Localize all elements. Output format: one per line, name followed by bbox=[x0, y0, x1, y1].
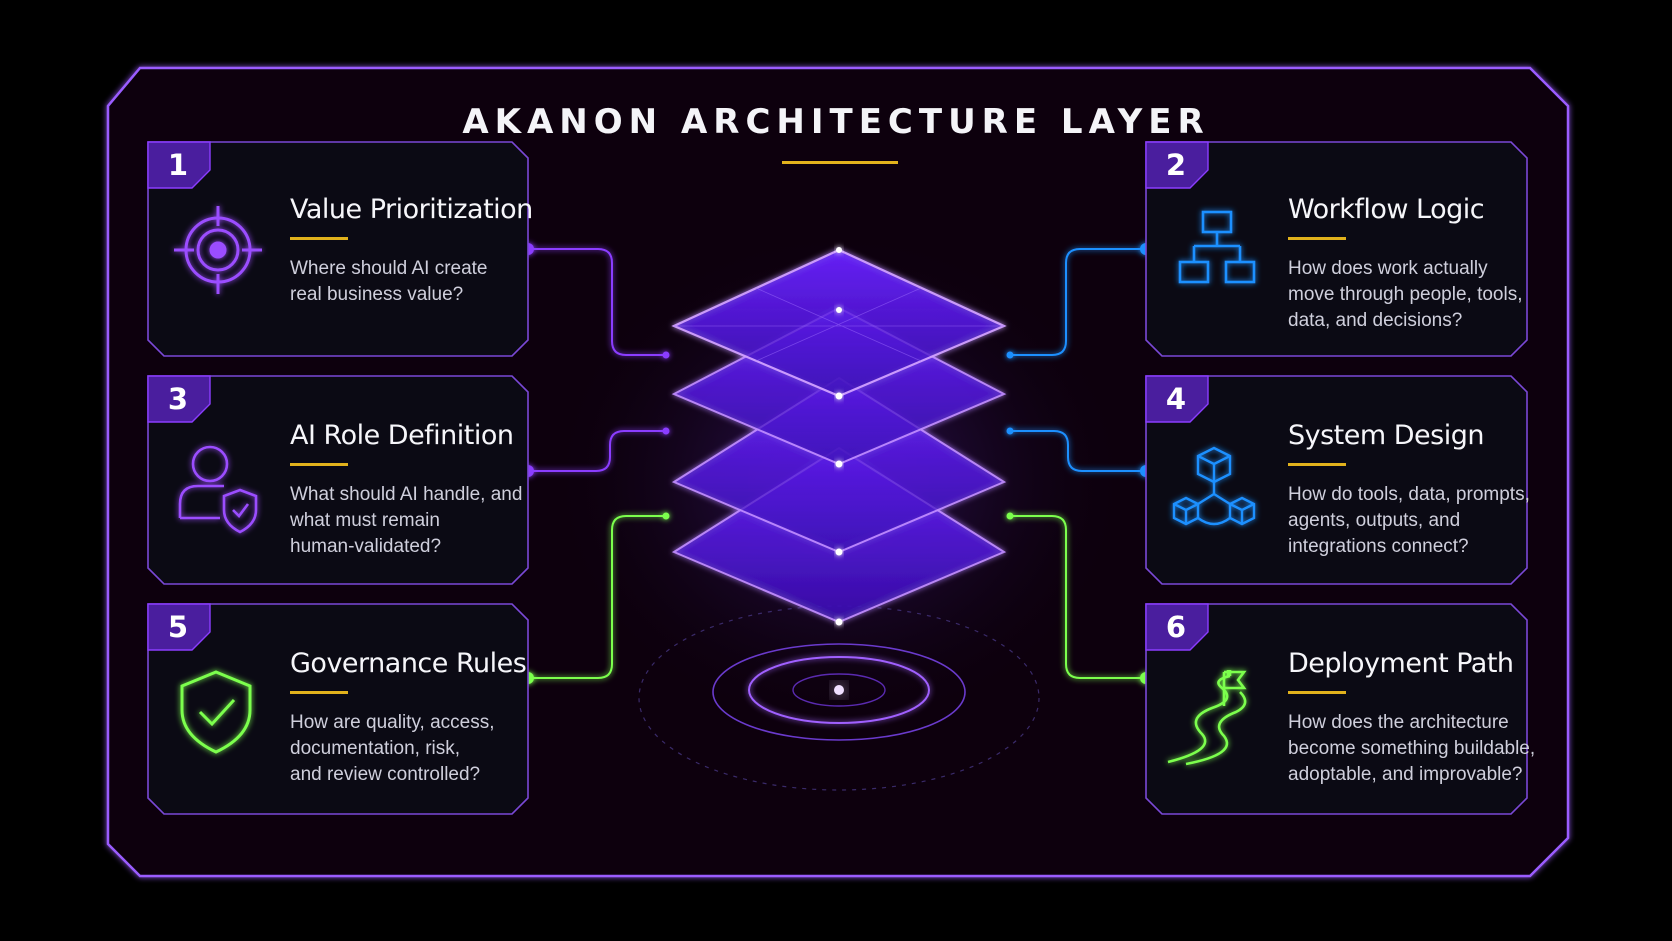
card-title: System Design bbox=[1288, 420, 1484, 451]
card-value-prioritization: Value Prioritization Where should AI cre… bbox=[290, 194, 533, 308]
user-shield-icon bbox=[178, 445, 258, 534]
card-number: 6 bbox=[1165, 610, 1187, 644]
path-flag-icon bbox=[1167, 670, 1247, 766]
card-title: AI Role Definition bbox=[290, 420, 514, 451]
card-description: What should AI handle, and what must rem… bbox=[290, 484, 523, 557]
card-underline bbox=[290, 463, 348, 466]
card-title: Deployment Path bbox=[1288, 648, 1514, 679]
card-underline bbox=[1288, 463, 1346, 466]
connectors bbox=[528, 248, 1146, 679]
card-system-design: System Design How do tools, data, prompt… bbox=[1288, 420, 1530, 560]
card-title: Workflow Logic bbox=[1288, 194, 1485, 225]
card-underline bbox=[290, 237, 348, 240]
card-underline bbox=[1288, 237, 1346, 240]
diagram-title: AKANON ARCHITECTURE LAYER bbox=[462, 102, 1210, 142]
card-frame-3 bbox=[147, 375, 529, 585]
card-description: How do tools, data, prompts, agents, out… bbox=[1288, 484, 1530, 557]
card-deployment-path: Deployment Path How does the architectur… bbox=[1288, 648, 1535, 788]
card-frame-4 bbox=[1145, 375, 1528, 585]
card-frame-2 bbox=[1145, 141, 1528, 357]
target-icon bbox=[174, 206, 262, 294]
card-number: 5 bbox=[167, 610, 189, 644]
card-governance-rules: Governance Rules How are quality, access… bbox=[290, 648, 527, 788]
card-number: 2 bbox=[1165, 148, 1187, 182]
card-number: 3 bbox=[167, 382, 189, 416]
card-frame-1 bbox=[147, 141, 529, 357]
card-frame-6 bbox=[1145, 603, 1528, 815]
card-description: Where should AI create real business val… bbox=[290, 258, 488, 305]
card-ai-role-definition: AI Role Definition What should AI handle… bbox=[290, 420, 522, 560]
card-description: How does work actually move through peop… bbox=[1288, 258, 1523, 331]
card-frames bbox=[147, 141, 1528, 815]
workflow-tree-icon bbox=[1178, 210, 1256, 284]
card-underline bbox=[1288, 691, 1346, 694]
card-description: How are quality, access, documentation, … bbox=[290, 712, 495, 785]
card-frame-5 bbox=[147, 603, 529, 815]
title-underline bbox=[782, 161, 898, 164]
card-number: 4 bbox=[1165, 382, 1187, 416]
card-workflow-logic: Workflow Logic How does work actually mo… bbox=[1288, 194, 1523, 334]
shield-check-icon bbox=[180, 670, 252, 754]
card-number: 1 bbox=[167, 148, 189, 182]
cubes-network-icon bbox=[1172, 446, 1256, 526]
card-title: Value Prioritization bbox=[290, 194, 533, 225]
card-description: How does the architecture become somethi… bbox=[1288, 712, 1536, 785]
card-title: Governance Rules bbox=[290, 648, 527, 679]
number-tabs bbox=[147, 141, 1209, 651]
card-underline bbox=[290, 691, 348, 694]
